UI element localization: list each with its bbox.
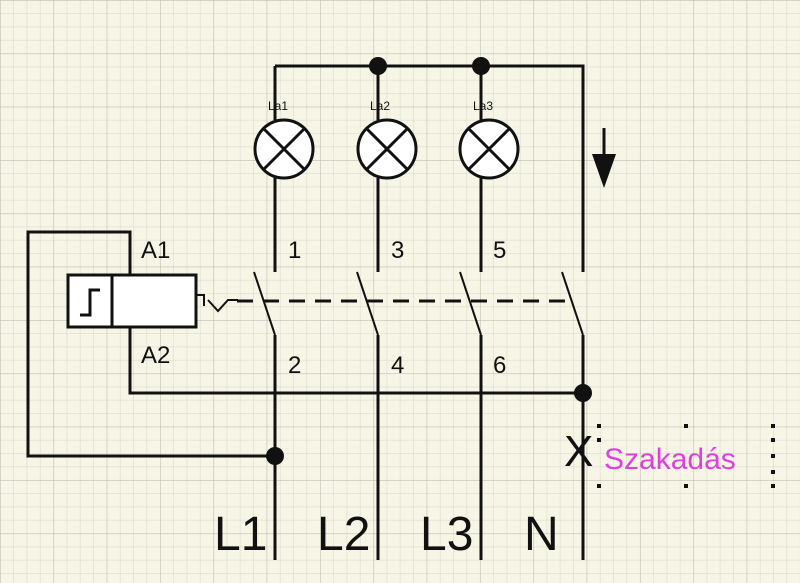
lamp-label-la2: La2 — [370, 99, 390, 113]
lamp-la3 — [458, 118, 520, 180]
junction-dot-n — [574, 384, 592, 402]
contact-label-1: 1 — [288, 237, 301, 264]
conductor-label-l2: L2 — [317, 508, 370, 561]
down-arrow-icon — [592, 128, 616, 188]
coil-label-a1: A1 — [141, 237, 170, 264]
contact-blade-1 — [253, 271, 276, 336]
lamp-la1 — [253, 118, 315, 180]
coil-label-a2: A2 — [141, 342, 170, 369]
contact-blade-2 — [356, 271, 379, 336]
coil-a2-wire — [128, 327, 583, 395]
junction-dot-l1 — [266, 447, 284, 465]
contact-label-6: 6 — [493, 352, 506, 379]
break-label-selection-handles — [597, 424, 775, 488]
relay-coil — [66, 273, 198, 329]
conductor-label-l1: L1 — [214, 508, 267, 561]
conductor-label-l3: L3 — [420, 508, 473, 561]
mechanical-link-squiggle — [196, 294, 238, 313]
contact-label-5: 5 — [493, 237, 506, 264]
break-label: Szakadás — [604, 443, 736, 476]
contact-blade-3 — [459, 271, 482, 336]
contact-label-2: 2 — [288, 352, 301, 379]
conductor-label-n: N — [524, 508, 559, 561]
lamp-la2 — [356, 118, 418, 180]
contact-label-3: 3 — [391, 237, 404, 264]
break-mark: X — [564, 427, 593, 476]
lamp-label-la1: La1 — [268, 99, 288, 113]
contact-blade-n — [561, 271, 584, 336]
coil-a1-wire — [26, 230, 275, 458]
contact-label-4: 4 — [391, 352, 404, 379]
lamp-label-la3: La3 — [473, 99, 493, 113]
